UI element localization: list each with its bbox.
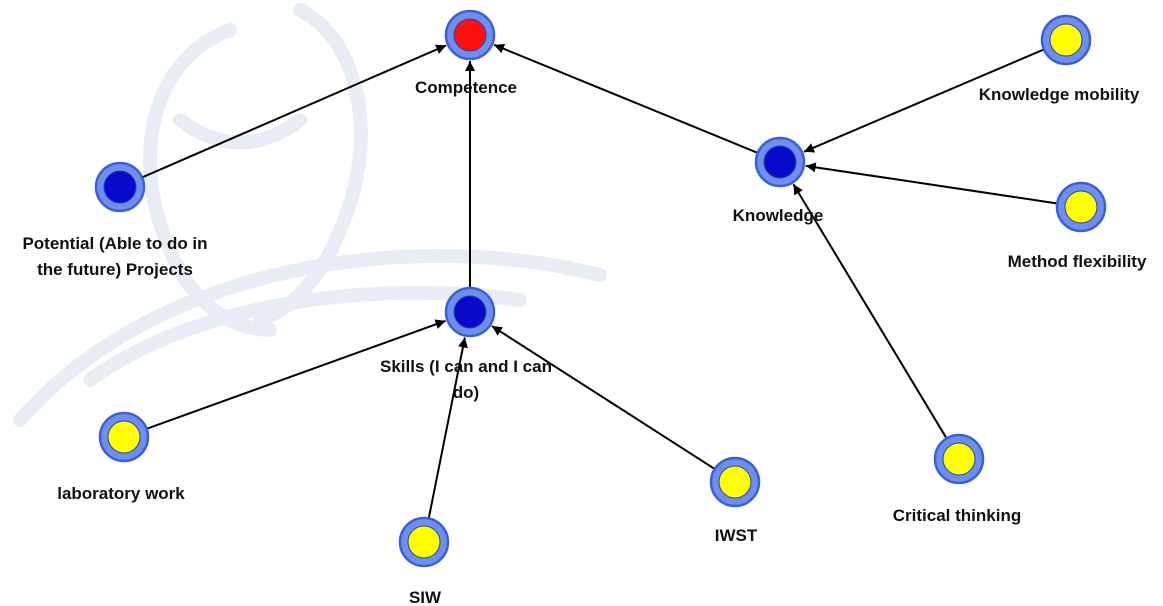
node-label: Knowledge: [733, 206, 824, 225]
node-core: [453, 18, 487, 52]
node-label: laboratory work: [57, 484, 185, 503]
edge-method-flexibility-to-knowledge: [805, 162, 1058, 205]
node-label: IWST: [715, 526, 758, 545]
edges-layer: [141, 43, 1058, 519]
edge-knowledge-to-competence: [493, 43, 759, 154]
node-knowledge-mobility[interactable]: Knowledge mobility: [979, 14, 1140, 104]
edge-laboratory-work-to-skills: [146, 319, 446, 430]
edge-potential-to-competence: [141, 44, 447, 179]
node-label: the future) Projects: [37, 260, 193, 279]
node-method-flexibility[interactable]: Method flexibility: [1008, 181, 1147, 271]
node-siw[interactable]: SIW: [398, 516, 450, 606]
background-watermark: [13, 3, 607, 427]
edge-siw-to-skills: [427, 337, 468, 519]
node-label: Knowledge mobility: [979, 85, 1140, 104]
node-label: SIW: [409, 588, 442, 606]
node-skills[interactable]: Skills (I can and I can do): [380, 286, 552, 402]
node-core: [407, 525, 441, 559]
node-iwst[interactable]: IWST: [709, 456, 761, 545]
node-critical-thinking[interactable]: Critical thinking: [893, 433, 1021, 525]
edge-critical-thinking-to-knowledge: [792, 183, 948, 439]
node-label: Method flexibility: [1008, 252, 1147, 271]
edge-iwst-to-skills: [491, 325, 716, 470]
node-knowledge[interactable]: Knowledge: [733, 136, 824, 225]
node-label: Competence: [415, 78, 517, 97]
node-core: [942, 442, 976, 476]
node-core: [763, 145, 797, 179]
node-competence[interactable]: Competence: [415, 9, 517, 97]
node-core: [103, 170, 137, 204]
node-label: do): [453, 383, 479, 402]
node-laboratory-work[interactable]: laboratory work: [57, 411, 185, 503]
node-label: Potential (Able to do in: [22, 234, 207, 253]
edge-knowledge-mobility-to-knowledge: [803, 48, 1045, 153]
node-core: [1064, 190, 1098, 224]
node-potential[interactable]: Potential (Able to do in the future) Proj…: [22, 161, 208, 279]
node-label: Skills (I can and I can: [380, 357, 552, 376]
node-core: [718, 465, 752, 499]
node-label: Critical thinking: [893, 506, 1021, 525]
node-core: [1049, 23, 1083, 57]
node-core: [453, 295, 487, 329]
node-core: [107, 420, 141, 454]
